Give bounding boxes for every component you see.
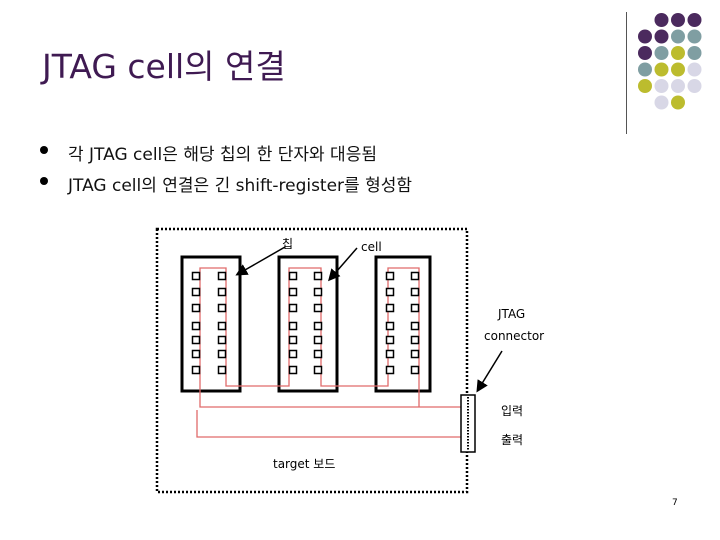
connector-label-line1: JTAG [497,307,525,321]
decorative-dot [687,79,702,93]
jtag-cell [288,335,298,345]
input-label: 입력 [501,404,523,418]
decorative-dot [687,13,702,27]
target-board [155,227,469,494]
bullet-icon [40,177,48,185]
decorative-dot [671,62,685,77]
jtag-cell [191,349,201,359]
decorative-dot [654,62,669,77]
bullet-icon [40,146,48,154]
jtag-cell [385,349,395,359]
decorative-dot [654,13,669,27]
jtag-cell [385,303,395,313]
jtag-cell [217,271,227,281]
jtag-cell [217,365,227,375]
decorative-dot [638,79,652,93]
bullet-list: 각 JTAG cell은 해당 칩의 한 단자와 대응됨 JTAG cell의 … [40,140,412,202]
jtag-cell [217,335,227,345]
jtag-cell [410,321,420,331]
chip-pointer-arrow [235,246,286,276]
jtag-cell [385,287,395,297]
decorative-dot [671,13,685,27]
decorative-dot [654,95,669,110]
decorative-dot [654,29,669,44]
decorative-dot [671,95,685,110]
decorative-dot [671,46,685,60]
jtag-cell [288,271,298,281]
jtag-cell [313,335,323,345]
jtag-cells [191,271,420,375]
decorative-dot [654,79,669,93]
jtag-cell [217,287,227,297]
jtag-cell [288,365,298,375]
shift-register-wire [196,267,463,438]
jtag-cell [410,335,420,345]
jtag-cell [191,303,201,313]
output-label: 출력 [501,433,523,447]
decorative-dot [671,29,685,44]
decorative-dot [687,29,702,44]
chip-3 [374,255,432,393]
decorative-divider [626,12,627,134]
jtag-cell [410,287,420,297]
cell-pointer-arrow [328,247,358,282]
decorative-dot [687,46,702,60]
decorative-dot [687,62,702,77]
page-number: 7 [672,498,678,508]
jtag-cell [217,349,227,359]
jtag-cell [410,349,420,359]
jtag-cell [288,321,298,331]
connector-label-line2: connector [484,329,544,343]
decorative-dot [654,46,669,60]
jtag-cell [313,349,323,359]
bullet-text: JTAG cell의 연결은 긴 shift-register를 형성함 [68,176,413,196]
decorative-dot [638,46,652,60]
decorative-dot [671,79,685,93]
jtag-cell [313,287,323,297]
board-label: target 보드 [273,457,335,471]
chip-2 [277,255,339,393]
decorative-dot [638,29,652,44]
jtag-cell [410,365,420,375]
decorative-dot [638,62,652,77]
bullet-text: 각 JTAG cell은 해당 칩의 한 단자와 대응됨 [68,145,377,165]
jtag-cell [191,321,201,331]
bullet-item: 각 JTAG cell은 해당 칩의 한 단자와 대응됨 [40,140,412,171]
jtag-cell [288,287,298,297]
jtag-cell [217,321,227,331]
jtag-cell [191,287,201,297]
jtag-cell [191,335,201,345]
jtag-cell [313,303,323,313]
cell-label: cell [361,240,382,254]
connector-pointer-arrow [476,350,503,393]
jtag-cell [410,271,420,281]
page-title: JTAG cell의 연결 [42,47,286,86]
jtag-cell [313,321,323,331]
jtag-cell [385,365,395,375]
jtag-connector [460,394,476,453]
decorative-dot-grid [638,13,702,110]
jtag-cell [191,365,201,375]
jtag-cell [313,365,323,375]
jtag-cell [288,349,298,359]
jtag-cell [288,303,298,313]
jtag-cell [385,321,395,331]
jtag-cell [410,303,420,313]
jtag-cell [191,271,201,281]
jtag-cell [217,303,227,313]
bullet-item: JTAG cell의 연결은 긴 shift-register를 형성함 [40,171,412,202]
chip-label: 칩 [282,237,293,251]
jtag-cell [313,271,323,281]
chip-1 [180,255,242,393]
jtag-cell [385,335,395,345]
jtag-cell [385,271,395,281]
